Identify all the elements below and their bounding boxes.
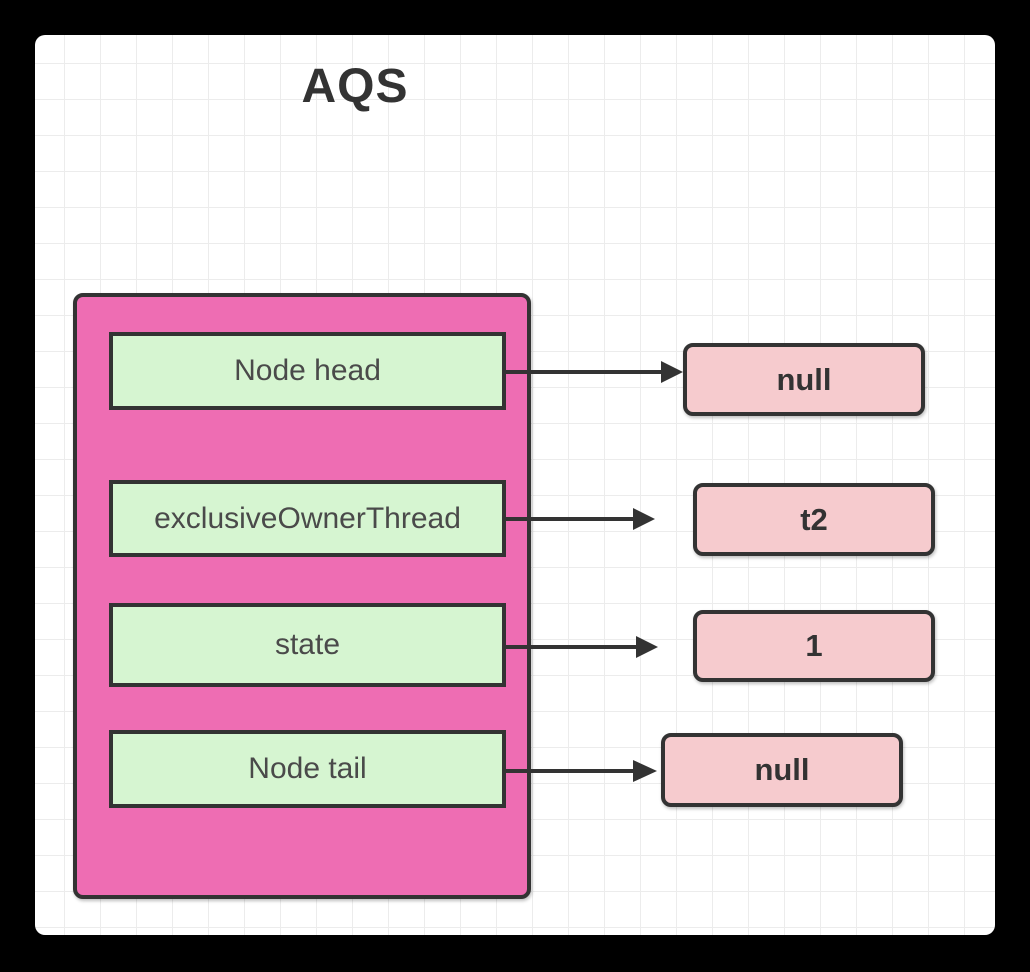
- field-exclusive-owner-thread: exclusiveOwnerThread: [109, 480, 506, 557]
- value-exclusive-owner-thread: t2: [693, 483, 935, 556]
- value-state-text: 1: [805, 628, 823, 663]
- value-exclusive-owner-thread-text: t2: [800, 501, 828, 537]
- value-node-head: null: [683, 343, 925, 416]
- value-node-tail-text: null: [754, 752, 810, 787]
- value-state: 1: [693, 610, 935, 682]
- field-node-tail-label: Node tail: [248, 752, 367, 785]
- value-node-tail: null: [661, 733, 903, 807]
- arrow-node-head-to-null: [506, 361, 683, 383]
- diagram-title: AQS: [301, 60, 409, 113]
- field-state-label: state: [274, 628, 341, 661]
- field-node-tail: Node tail: [109, 730, 506, 808]
- field-node-head: Node head: [109, 332, 506, 410]
- diagram-canvas: AQS Node head exclusiveOwnerThread state…: [35, 35, 995, 935]
- field-node-head-label: Node head: [234, 354, 381, 387]
- field-exclusive-owner-thread-label: exclusiveOwnerThread: [154, 501, 461, 535]
- value-node-head-text: null: [776, 361, 832, 397]
- field-state: state: [109, 603, 506, 687]
